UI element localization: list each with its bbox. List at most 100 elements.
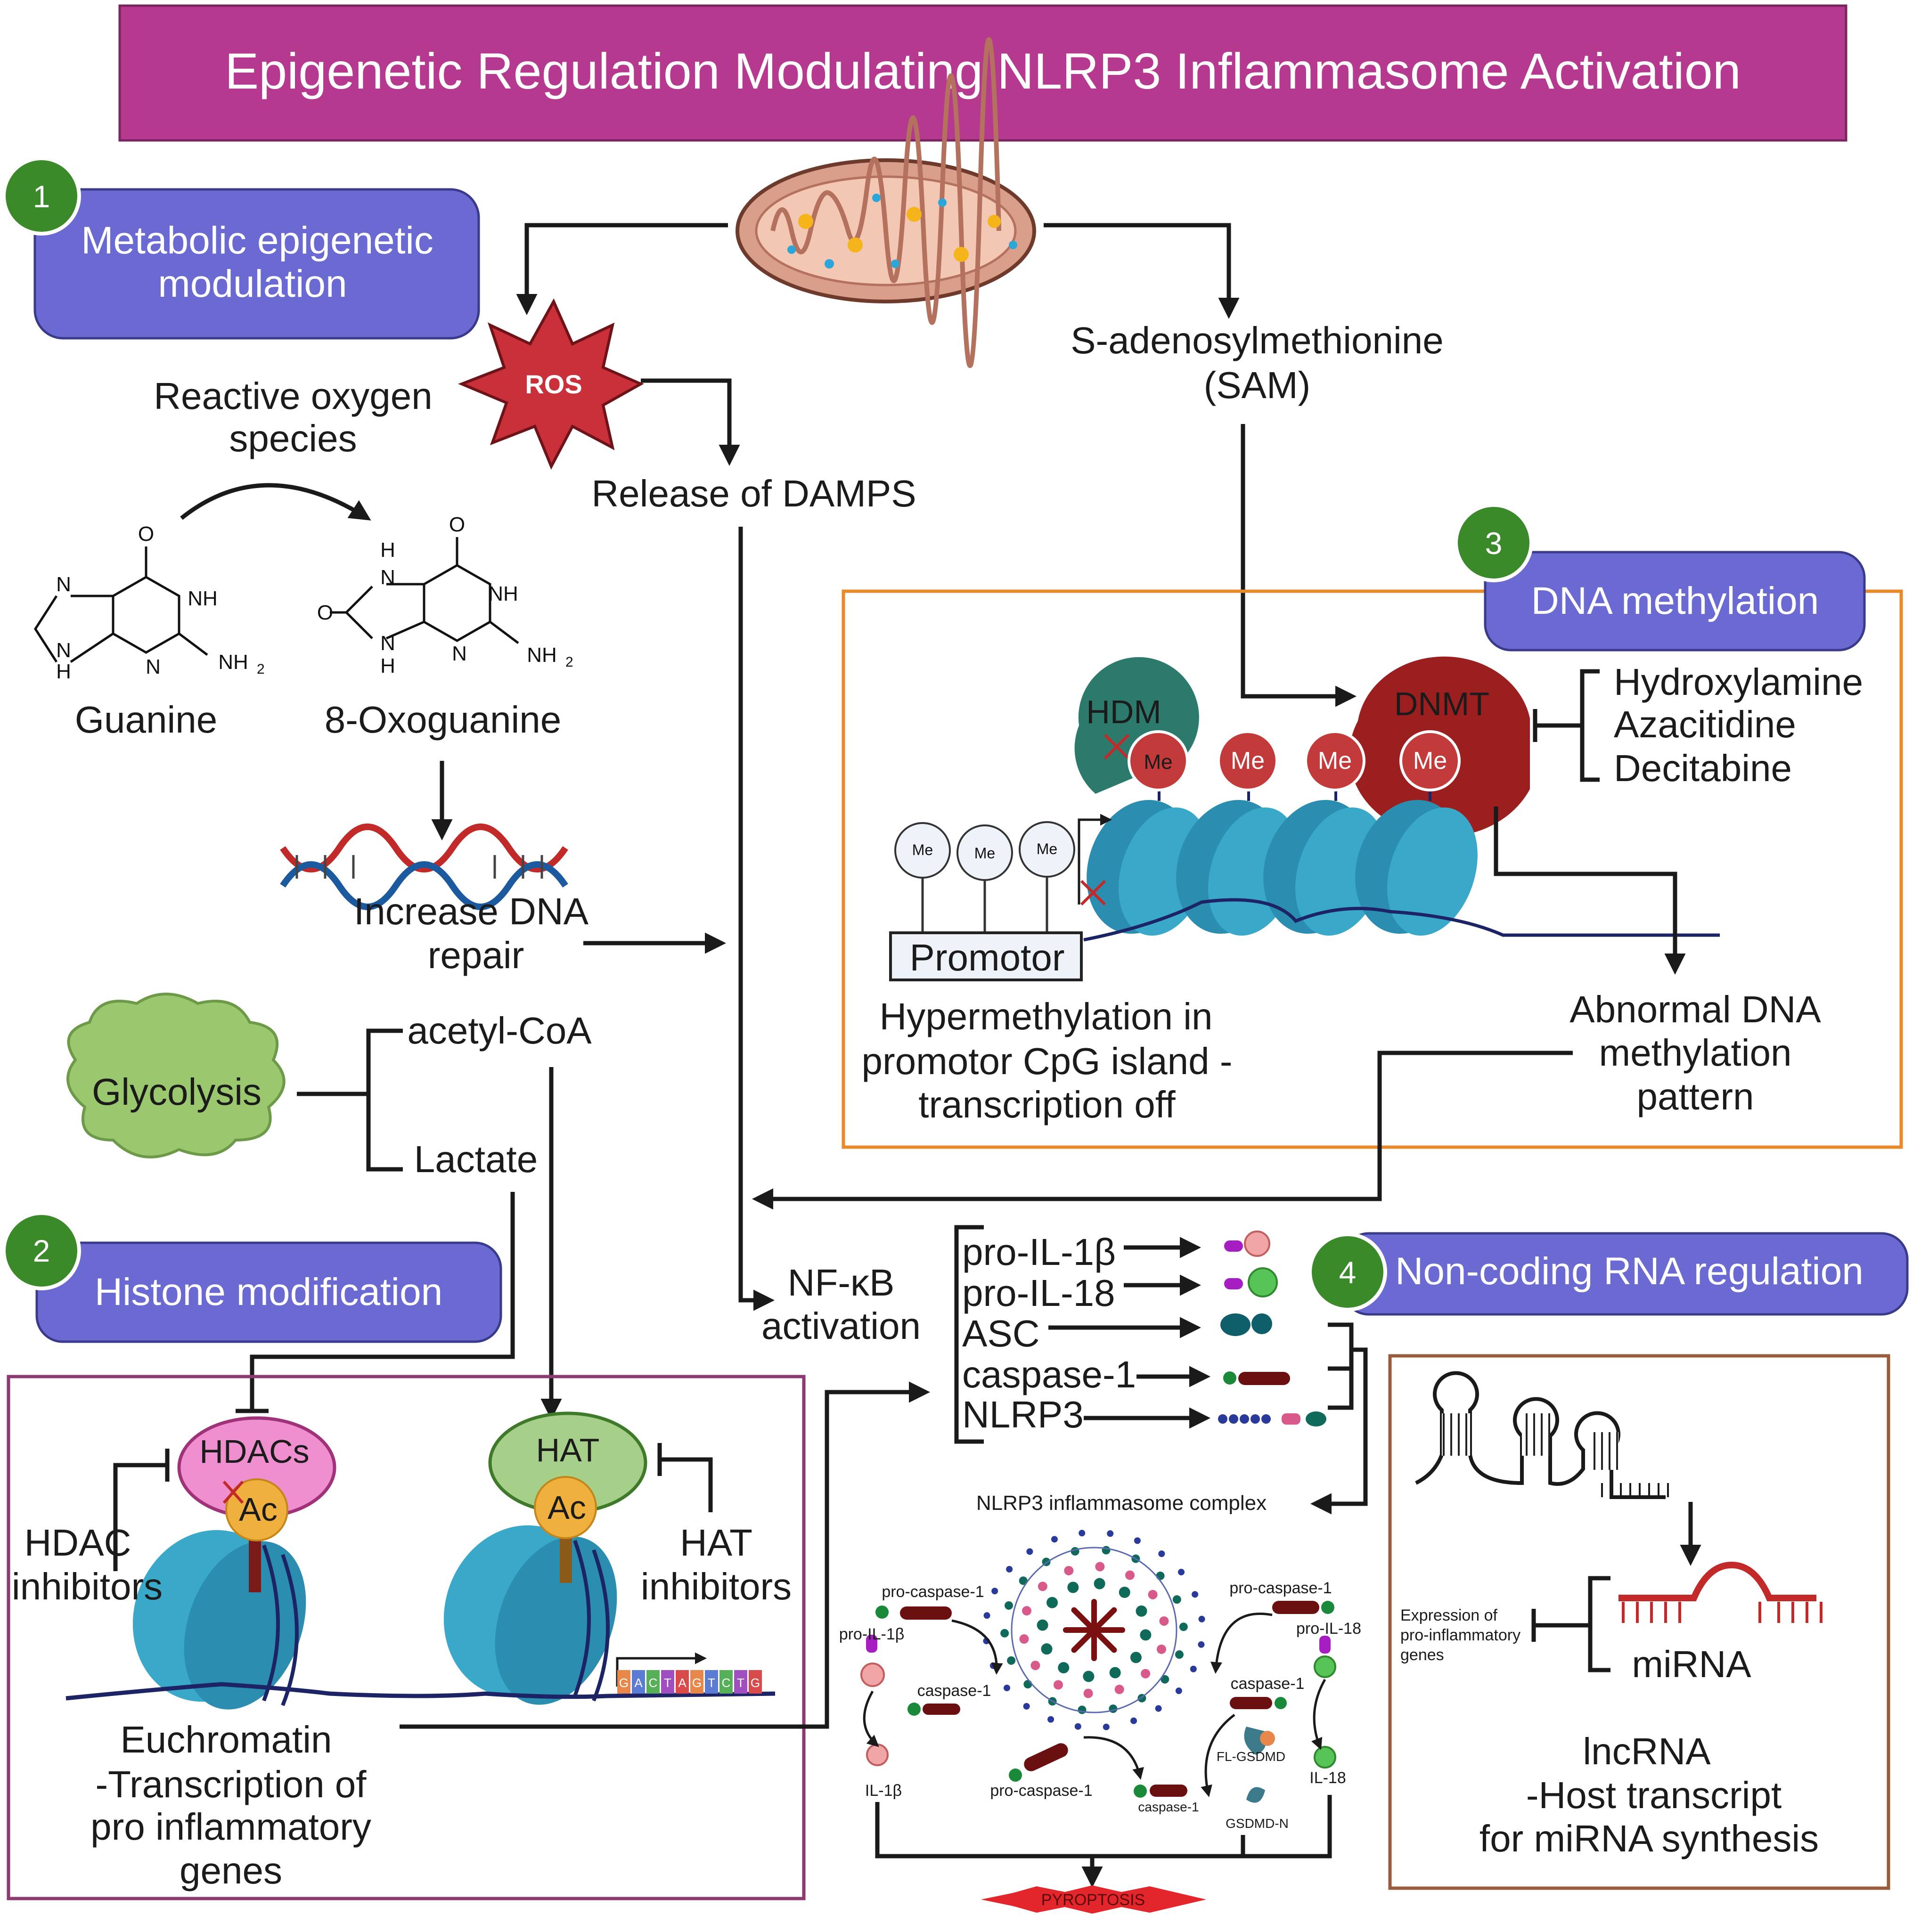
euchromatin-line4: genes [180,1850,282,1891]
base-letter: T [708,1676,715,1690]
inflammasome-subunit [1094,1578,1105,1590]
guanine-nh: NH [188,587,218,610]
nfkb-line2: activation [761,1305,921,1347]
base-tile [617,1670,630,1694]
base-letter: G [692,1676,702,1690]
section-2-header: Histone modification 2 [2,1211,502,1343]
abnormal-line1: Abnormal DNA [1569,988,1821,1030]
base-tile [661,1670,674,1694]
abnormal-line3: pattern [1636,1076,1754,1117]
me-red-2-label: Me [1231,747,1265,774]
nfkb-target-5: NLRP3 [962,1394,1084,1435]
inflammasome-subunit [1067,1581,1079,1593]
inflammasome-subunit [1095,1562,1105,1572]
hdac-inhibitors-line2: inhibitors [12,1565,163,1607]
nlrp3-core-spoke [1091,1627,1117,1653]
inflammasome-subunit [1005,1601,1014,1610]
inflammasome-subunit [1158,1550,1165,1557]
me-red-3: Me [1304,730,1365,791]
oxo-h-top: H [380,538,395,562]
inflammasome-outline [1011,1547,1177,1713]
pro-il1b-icon [1224,1231,1270,1257]
guanine-sub2: 2 [257,661,265,677]
base-tile [646,1670,660,1694]
inflammasome-subunit [1161,1675,1169,1684]
base-letter: C [649,1676,658,1690]
expression-line3: genes [1400,1646,1444,1664]
complex-label: NLRP3 inflammasome complex [976,1492,1267,1515]
inflammasome-subunit [1007,1656,1016,1665]
inflammasome-subunit [1190,1665,1197,1672]
inflammasome-subunit [983,1612,990,1619]
me-red-2: Me [1217,730,1278,791]
hdac-inhibitors-line1: HDAC [25,1522,131,1564]
guanine-o: O [138,522,154,546]
inflammasome-subunit [1053,1680,1063,1690]
inflammasome-subunit [1179,1622,1188,1631]
inflammasome-subunit [1136,1605,1147,1617]
inflammasome-subunit [1172,1595,1181,1604]
base-letter: T [737,1676,744,1690]
il18-label: IL-18 [1309,1769,1346,1787]
inflammasome-subunit [1192,1591,1199,1598]
inflammasome-subunit [1006,1565,1013,1573]
inflammasome-subunit [1119,1586,1130,1598]
inflammasome-subunit [1019,1634,1029,1644]
pyroptosis-label: PYROPTOSIS [1041,1891,1145,1909]
asc-icon [1220,1313,1272,1336]
nfkb-target-1: pro-IL-1β [962,1231,1116,1273]
oxo-o-top: O [449,513,465,536]
ros-label-line2: species [229,417,357,459]
oxoguanine-label: 8-Oxoguanine [325,699,562,741]
expression-line2: pro-inflammatory [1400,1626,1520,1644]
inflammasome-subunit [1155,1705,1162,1712]
section-1-number: 1 [33,179,50,214]
section-2-label: Histone modification [95,1271,442,1313]
guanine-n1: N [56,573,71,596]
base-letter: T [664,1676,671,1690]
inflammasome-subunit [1198,1641,1205,1648]
promoter-me-2: Me [956,824,1013,933]
lncrna-line1: lncRNA [1583,1730,1711,1772]
hdm-label: HDM [1086,693,1161,730]
inflammasome-subunit [1103,1723,1110,1730]
ros-label-line1: Reactive oxygen [154,375,432,417]
inflammasome-subunit [1023,1680,1032,1689]
guanine-label: Guanine [75,699,217,741]
inflammasome-subunit [1083,1688,1093,1698]
me-red-1-label: Me [1144,750,1172,774]
base-tile [749,1670,762,1694]
section-4-number: 4 [1339,1255,1357,1290]
guanine-n3: N [146,655,161,678]
section-1-label-line2: modulation [158,262,347,305]
hdacs-enzyme: HDACs [177,1416,336,1519]
inflammasome-subunit [1114,1685,1124,1695]
dnmt-inhibitor-2: Azacitidine [1614,703,1796,745]
section-3-header: DNA methylation 3 [1454,503,1866,652]
gsdmd-n-label: GSDMD-N [1226,1816,1289,1831]
dna-methylation-panel [842,589,1903,1149]
base-letter: C [722,1676,731,1690]
oxo-n-top: N [380,566,395,589]
promoter-me-1: Me [894,822,951,933]
hat-inhibitors-line2: inhibitors [641,1565,792,1607]
inflammasome-subunit [1156,1571,1165,1580]
inflammasome-subunit [1102,1546,1111,1555]
inflammasome-subunit [1078,1705,1087,1714]
oxo-sub2: 2 [565,654,573,670]
euchromatin-line1: Euchromatin [120,1719,332,1761]
caspase-icon [1223,1371,1290,1385]
inflammasome-subunit [1130,1717,1137,1724]
inflammasome-subunit [1141,1669,1151,1679]
inflammasome-subunit [1130,1652,1142,1663]
histone-panel [7,1375,806,1900]
nlrp3-core-spoke [1071,1627,1097,1653]
abnormal-line2: methylation [1599,1032,1791,1074]
inflammasome-subunit [1156,1644,1166,1654]
dna-helix-icon [280,823,568,910]
hyper-line3: transcription off [918,1084,1176,1125]
hdacs-label: HDACs [199,1433,309,1470]
inflammasome-subunit [1047,1716,1054,1723]
